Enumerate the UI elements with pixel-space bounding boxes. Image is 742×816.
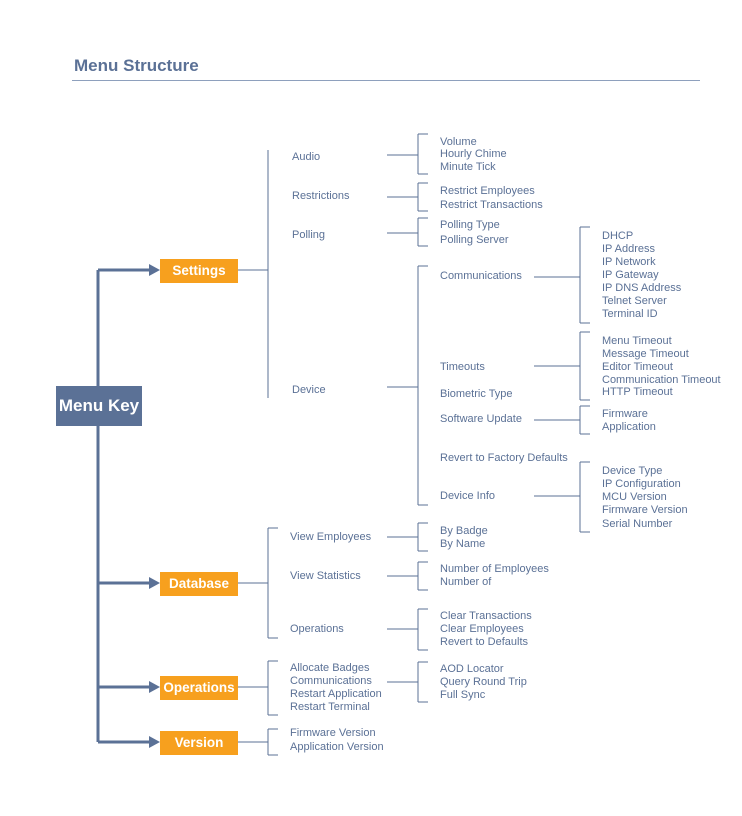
ops-communications-item: Query Round Trip [440,676,527,688]
db-operations-item: Clear Transactions [440,610,532,622]
software-update-item: Firmware [602,408,648,420]
communications-item: Terminal ID [602,308,658,320]
database-view-employees: View Employees [290,531,372,543]
device-info-item: MCU Version [602,491,667,503]
device-timeouts: Timeouts [440,361,485,373]
restrictions-item: Restrict Employees [440,185,535,197]
audio-item: Volume [440,136,477,148]
view-statistics-item: Number of Employees [440,563,549,575]
timeouts-item: HTTP Timeout [602,386,673,398]
arrow-heads [149,264,160,748]
operations-restart-terminal: Restart Terminal [290,701,370,713]
version-item: Firmware Version [290,727,376,739]
software-update-item: Application [602,421,656,433]
timeouts-item: Menu Timeout [602,335,672,347]
polling-item: Polling Type [440,219,500,231]
settings-restrictions: Restrictions [292,190,350,202]
audio-item: Minute Tick [440,161,496,173]
operations-node: Operations [160,676,238,700]
page-title: Menu Structure [74,56,199,75]
device-communications: Communications [440,270,522,282]
ops-communications-item: Full Sync [440,689,486,701]
title-divider [72,80,700,81]
timeouts-item: Message Timeout [602,348,689,360]
audio-item: Hourly Chime [440,148,507,160]
view-statistics-item: Number of [440,576,492,588]
device-biometric: Biometric Type [440,388,513,400]
communications-item: Telnet Server [602,295,667,307]
communications-item: IP DNS Address [602,282,682,294]
device-info-item: Serial Number [602,518,673,530]
database-operations: Operations [290,623,344,635]
settings-node: Settings [160,259,238,283]
operations-communications: Communications [290,675,372,687]
ops-communications-item: AOD Locator [440,663,504,675]
database-view-statistics: View Statistics [290,570,361,582]
device-info-item: Firmware Version [602,504,688,516]
communications-item: IP Network [602,256,656,268]
device-info-item: IP Configuration [602,478,681,490]
device-info: Device Info [440,490,496,502]
db-operations-item: Revert to Defaults [440,636,529,648]
database-node: Database [160,572,238,596]
db-operations-item: Clear Employees [440,623,524,635]
timeouts-item: Editor Timeout [602,361,673,373]
operations-restart-application: Restart Application [290,688,382,700]
timeouts-item: Communication Timeout [602,374,721,386]
communications-item: IP Address [602,243,655,255]
version-node: Version [160,731,238,755]
view-employees-item: By Badge [440,525,488,537]
root-trunk [96,268,150,744]
settings-device: Device [292,384,326,396]
version-item: Application Version [290,741,384,753]
settings-audio: Audio [292,151,321,163]
settings-polling: Polling [292,229,326,241]
device-revert: Revert to Factory Defaults [440,452,568,464]
menu-key-node: Menu Key [56,386,142,426]
device-software-update: Software Update [440,413,522,425]
communications-item: DHCP [602,230,634,242]
restrictions-item: Restrict Transactions [440,199,543,211]
device-info-item: Device Type [602,465,663,477]
communications-item: IP Gateway [602,269,659,281]
polling-item: Polling Server [440,234,509,246]
view-employees-item: By Name [440,538,486,550]
operations-allocate-badges: Allocate Badges [290,662,370,674]
